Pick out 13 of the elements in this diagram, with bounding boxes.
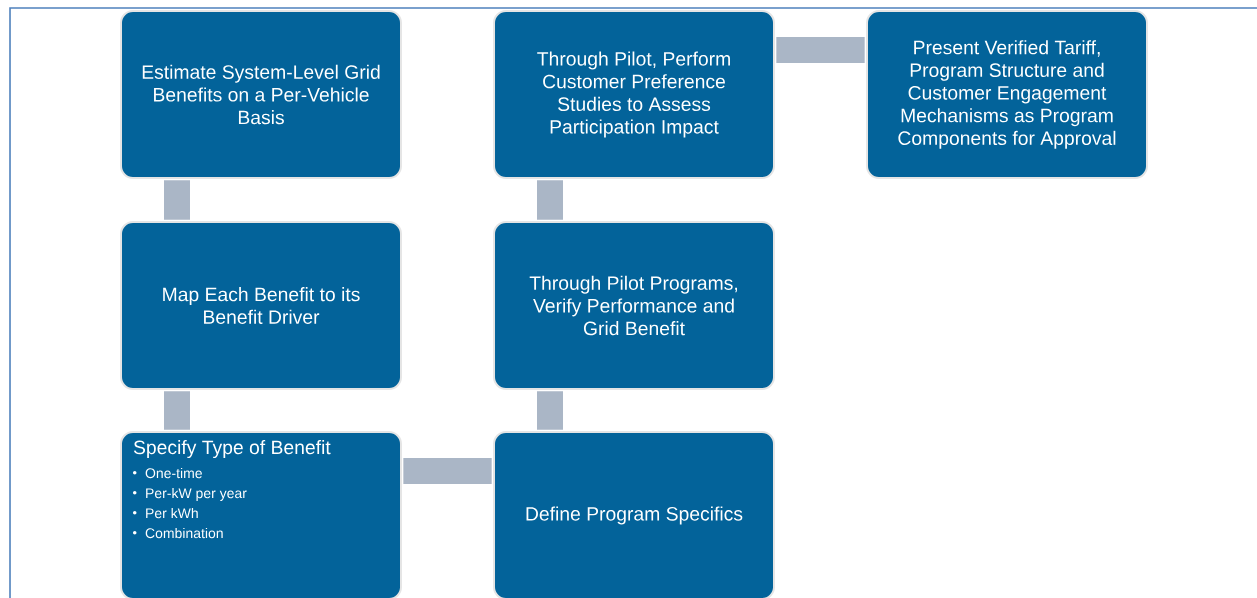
- process-box: Through Pilot Programs, Verify Performance and Grid Benefit: [493, 221, 775, 390]
- process-box: Map Each Benefit to its Benefit Driver: [120, 221, 402, 390]
- connector-bar: [164, 391, 190, 430]
- process-box: Through Pilot, Perform Customer Preference Studies to Assess Participation Impact: [493, 10, 775, 179]
- connector-bar: [537, 180, 563, 220]
- process-box: Define Program Specifics: [493, 431, 775, 598]
- process-box: Estimate System-Level Grid Benefits on a Per-Vehicle Basis: [120, 10, 402, 179]
- list-box: Specify Type of Benefit One-time Per-kW per year Per kWh Combination: [120, 431, 402, 598]
- connector-bar: [776, 37, 865, 64]
- process-box: Present Verified Tariff, Program Structure and Customer Engagement Mechanisms as Program Components for Approval: [866, 10, 1148, 179]
- connector-bar: [537, 391, 563, 430]
- connector-bar: [403, 458, 492, 485]
- connector-bar: [164, 180, 190, 220]
